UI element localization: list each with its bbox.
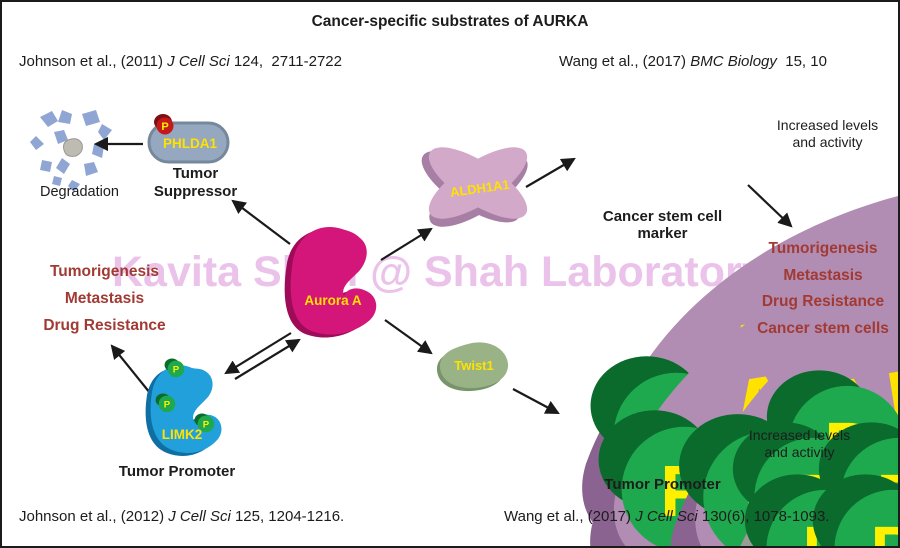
degradation-fragment-gray: [63, 138, 83, 157]
phospho-badge-red: [156, 117, 174, 135]
arrows: [93, 136, 794, 415]
aurora-a-label: Aurora A: [304, 293, 362, 308]
arrow-aurora-to-twist1: [384, 319, 433, 355]
limk2-label: LIMK2: [162, 427, 203, 442]
phospho-label: P: [161, 121, 168, 133]
arrow-aurora-to-suppressor: [231, 199, 291, 245]
aldh1a1-cross-arm: [428, 147, 528, 219]
aldh1a1-protein: ALDH1A1: [421, 147, 528, 227]
citation-authors: Johnson et al., (2011): [19, 53, 168, 70]
citation-bottom-right: Wang et al., (2017) J Cell Sci 130(6), 1…: [504, 508, 829, 525]
citation-journal: BMC Biology: [690, 53, 777, 70]
increased-levels-top-label: Increased levels and activity: [776, 117, 879, 150]
effect-item: Tumorigenesis: [49, 263, 160, 280]
citation-top-left: Johnson et al., (2011) J Cell Sci 124, 2…: [19, 53, 342, 70]
arrow-aldh1a1-to-cluster: [525, 157, 576, 188]
effect-item: Drug Resistance: [761, 293, 885, 310]
effect-item: Metastasis: [64, 290, 145, 307]
twist1-label: Twist1: [454, 358, 494, 373]
twist1-protein: Twist1: [437, 342, 509, 392]
increased-levels-bottom-label: Increased levels and activity: [748, 427, 851, 460]
effects-list-right: Tumorigenesis Metastasis Drug Resistance…: [746, 236, 898, 342]
citation-journal: J Cell Sci: [635, 508, 698, 525]
watermark: Kavita Shah @ Shah Laboratory: [112, 248, 766, 296]
citation-authors: Wang et al., (2017): [559, 53, 691, 70]
limk2-protein: LIMK2: [145, 358, 222, 456]
arrow-twist1-to-cluster: [512, 388, 560, 415]
twist1-body: [440, 342, 509, 389]
page-title: Cancer-specific substrates of AURKA: [311, 13, 589, 30]
citation-detail: 124, 2711-2722: [229, 53, 342, 70]
citation-detail: 15, 10: [776, 53, 827, 70]
degradation-fragments: [30, 110, 112, 192]
citation-detail: 130(6), 1078-1093.: [697, 508, 830, 525]
effects-list-left: Tumorigenesis Metastasis Drug Resistance: [22, 258, 187, 339]
effect-item: Drug Resistance: [43, 317, 166, 334]
arrow-aurora-to-aldh1a1: [380, 227, 433, 261]
aurora-a-body: [290, 227, 377, 335]
phlda1-label: PHLDA1: [163, 136, 217, 151]
tumor-suppressor-label: Tumor Suppressor: [153, 165, 238, 200]
tumor-promoter-right-label: Tumor Promoter: [604, 476, 721, 493]
degradation-label: Degradation: [40, 184, 119, 200]
citation-journal: J Cell Sci: [168, 508, 231, 525]
effect-item: Cancer stem cells: [757, 319, 889, 337]
phlda1-protein: P PHLDA1: [147, 114, 230, 164]
aurora-a-protein: Aurora A: [284, 227, 377, 338]
cancer-stem-cell-marker-label: Cancer stem cell marker: [602, 208, 723, 242]
arrow-cluster-to-effects: [747, 184, 793, 228]
arrow-limk2-aurora-reverse: [234, 338, 301, 380]
citation-top-right: Wang et al., (2017) BMC Biology 15, 10: [559, 53, 827, 70]
citation-bottom-left: Johnson et al., (2012) J Cell Sci 125, 1…: [19, 508, 344, 525]
citation-authors: Johnson et al., (2012): [19, 508, 169, 525]
citation-detail: 125, 1204-1216.: [230, 508, 345, 525]
tumor-promoter-left-label: Tumor Promoter: [118, 463, 236, 480]
arrow-aurora-limk2-forward: [224, 332, 292, 375]
effect-item: Metastasis: [783, 266, 863, 284]
citation-journal: J Cell Sci: [167, 53, 230, 70]
citation-authors: Wang et al., (2017): [504, 508, 636, 525]
arrow-limk2-to-effects: [110, 344, 151, 394]
effect-item: Tumorigenesis: [768, 240, 878, 257]
